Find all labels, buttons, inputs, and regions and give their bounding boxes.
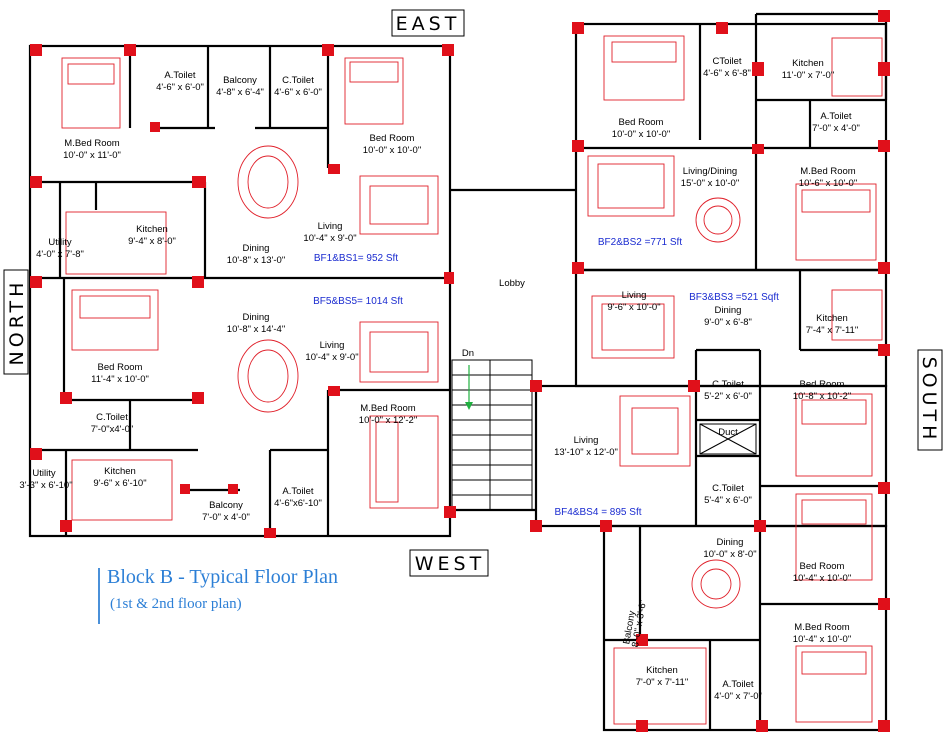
room-size: 7'-4" x 7'-11"	[806, 325, 858, 336]
area-label: BF4&BS4 = 895 Sft	[555, 507, 642, 518]
room-name: Living/Dining	[683, 166, 737, 177]
room-size: 10'-8" x 14'-4"	[227, 324, 285, 335]
area-label: BF5&BS5= 1014 Sft	[313, 296, 403, 307]
room-size: 15'-0" x 10'-0"	[681, 178, 739, 189]
room-name: Kitchen	[646, 665, 678, 676]
room-size: 4'-6" x 6'-0"	[156, 82, 204, 93]
east-label: EAST	[396, 13, 461, 35]
room-name: Bed Room	[98, 362, 143, 373]
room-size: 9'-6" x 6'-10"	[93, 478, 146, 489]
room-size: 4'-8" x 6'-4"	[216, 87, 264, 98]
room-size: 9'-4" x 8'-0"	[128, 236, 176, 247]
room-name: Kitchen	[816, 313, 848, 324]
right-block-walls	[534, 12, 888, 732]
room-size: 10'-8" x 10'-2"	[793, 391, 851, 402]
room-name: Dining	[717, 537, 744, 548]
south-label-box	[917, 349, 943, 451]
room-size: 4'-0" x 7'-0"	[714, 691, 762, 702]
room-name: CToilet	[712, 56, 741, 67]
room-name: A.Toilet	[722, 679, 754, 690]
room-size: 5'-4" x 6'-0"	[704, 495, 752, 506]
plan-title: Block B - Typical Floor Plan	[107, 566, 338, 588]
room-name: M.Bed Room	[794, 622, 850, 633]
room-size: 11'-4" x 10'-0"	[91, 374, 149, 385]
room-name: A.Toilet	[164, 70, 196, 81]
room-name: Kitchen	[104, 466, 136, 477]
room-name: Bed Room	[800, 561, 845, 572]
room-name: Bed Room	[800, 379, 845, 390]
room-size: 7'-0"x4'-0"	[91, 424, 134, 435]
room-size: 10'-0" x 11'-0"	[63, 150, 121, 161]
room-size: 7'-0" x 7'-11"	[636, 677, 688, 688]
room-size: 10'-4" x 9'-0"	[305, 352, 358, 363]
room-name: Kitchen	[136, 224, 168, 235]
area-label: BF3&BS3 =521 Sqft	[689, 292, 779, 303]
room-name: A.Toilet	[282, 486, 314, 497]
room-size: 10'-0" x 10'-0"	[363, 145, 421, 156]
duct-label: Duct	[718, 427, 738, 438]
room-size: 9'-0" x 6'-8"	[704, 317, 752, 328]
west-label-box	[409, 549, 489, 577]
columns	[30, 10, 890, 732]
left-block-walls	[28, 44, 452, 538]
room-name: C.Toilet	[282, 75, 314, 86]
room-name: A.Toilet	[820, 111, 852, 122]
room-size: 9'-6" x 10'-0"	[607, 302, 660, 313]
room-name: Living	[320, 340, 345, 351]
room-name: Dining	[243, 243, 270, 254]
room-name: C.Toilet	[96, 412, 128, 423]
room-name: M.Bed Room	[360, 403, 416, 414]
room-name: C.Toilet	[712, 379, 744, 390]
room-size: 10'-0" x 12'-2"	[359, 415, 417, 426]
room-size: 4'-6" x 6'-0"	[274, 87, 322, 98]
room-name: Living	[622, 290, 647, 301]
room-name: C.Toilet	[712, 483, 744, 494]
room-size: 7'-0" x 4'-0"	[202, 512, 250, 523]
area-label: BF1&BS1= 952 Sft	[314, 253, 398, 264]
room-name: Bed Room	[370, 133, 415, 144]
room-name: Dining	[243, 312, 270, 323]
lobby-stair	[450, 188, 757, 512]
plan-subtitle: (1st & 2nd floor plan)	[110, 596, 242, 612]
room-size: 10'-0" x 8'-0"	[703, 549, 756, 560]
room-size: 10'-4" x 10'-0"	[793, 573, 851, 584]
room-name: Dining	[715, 305, 742, 316]
south-label: SOUTH	[918, 357, 940, 444]
room-size: 4'-0" x 7'-8"	[36, 249, 84, 260]
room-size: 10'-0" x 10'-0"	[612, 129, 670, 140]
room-size: 10'-4" x 10'-0"	[793, 634, 851, 645]
room-size: 13'-10" x 12'-0"	[554, 447, 618, 458]
room-name: Balcony	[223, 75, 257, 86]
room-size: 7'-0" x 4'-0"	[812, 123, 860, 134]
room-name: Bed Room	[619, 117, 664, 128]
title-accent-rule	[98, 568, 100, 624]
lobby-label: Lobby	[499, 278, 525, 289]
west-label: WEST	[415, 553, 485, 575]
stair-down-label: Dn	[462, 348, 474, 359]
room-name: Kitchen	[792, 58, 824, 69]
room-name: Living	[574, 435, 599, 446]
east-label-box	[391, 9, 465, 37]
furniture	[61, 35, 883, 725]
room-name: M.Bed Room	[800, 166, 856, 177]
room-size: 4'-6"x6'-10"	[274, 498, 322, 509]
room-name: Living	[318, 221, 343, 232]
room-size: 4'-6" x 6'-8"	[703, 68, 751, 79]
room-size: 10'-4" x 9'-0"	[303, 233, 356, 244]
room-labels: M.Bed Room 10'-0" x 11'-0" A.Toilet 4'-6…	[19, 56, 860, 702]
room-size: 10'-8" x 13'-0"	[227, 255, 285, 266]
room-name: M.Bed Room	[64, 138, 120, 149]
room-name: Utility	[48, 237, 71, 248]
north-label: NORTH	[6, 279, 28, 366]
room-name: Balcony	[209, 500, 243, 511]
room-size: 10'-6" x 10'-0"	[799, 178, 857, 189]
room-name: Utility	[32, 468, 55, 479]
north-label-box	[3, 269, 29, 375]
area-label: BF2&BS2 =771 Sft	[598, 237, 682, 248]
room-size: 11'-0" x 7'-0"	[782, 70, 834, 81]
room-size: 3'-3" x 6'-10"	[19, 480, 72, 491]
room-size: 5'-2" x 6'-0"	[704, 391, 752, 402]
